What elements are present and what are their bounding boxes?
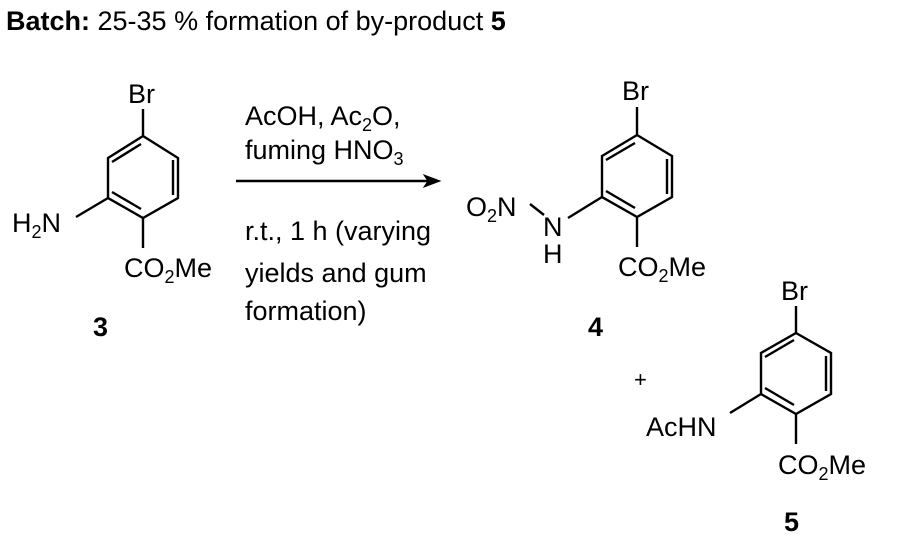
compound-4-structure: Br O2N N H CO2Me 4: [466, 76, 706, 342]
compound-number-3: 3: [93, 312, 108, 342]
bromo-label: Br: [622, 76, 649, 106]
nh-h-label: H: [543, 239, 563, 269]
condition-below-line1: r.t., 1 h (varying: [245, 216, 431, 246]
ester-label: CO2Me: [618, 252, 706, 286]
plus-sign: +: [634, 367, 647, 392]
scheme-title: Batch: 25-35 % formation of by-product 5: [6, 6, 506, 36]
condition-reagents-line1: AcOH, Ac2O,: [245, 101, 401, 135]
nitro-label: O2N: [466, 192, 517, 226]
ester-label: CO2Me: [778, 450, 866, 484]
bromo-label: Br: [781, 276, 808, 306]
condition-below-line3: formation): [245, 296, 367, 326]
ester-label: CO2Me: [124, 253, 212, 287]
amino-label: H2N: [12, 208, 61, 242]
compound-number-5: 5: [784, 507, 799, 537]
nh-n-label: N: [543, 212, 563, 242]
acetamido-label: AcHN: [646, 412, 717, 442]
compound-number-4: 4: [588, 312, 603, 342]
compound-3-structure: Br H2N CO2Me 3: [12, 79, 212, 342]
reaction-conditions: AcOH, Ac2O, fuming HNO3 r.t., 1 h (varyi…: [245, 101, 431, 326]
condition-below-line2: yields and gum: [245, 258, 427, 288]
reaction-arrow: [236, 173, 442, 189]
condition-reagents-line2: fuming HNO3: [245, 135, 404, 169]
compound-5-structure: Br AcHN CO2Me 5: [646, 276, 866, 537]
bromo-label: Br: [128, 79, 155, 109]
